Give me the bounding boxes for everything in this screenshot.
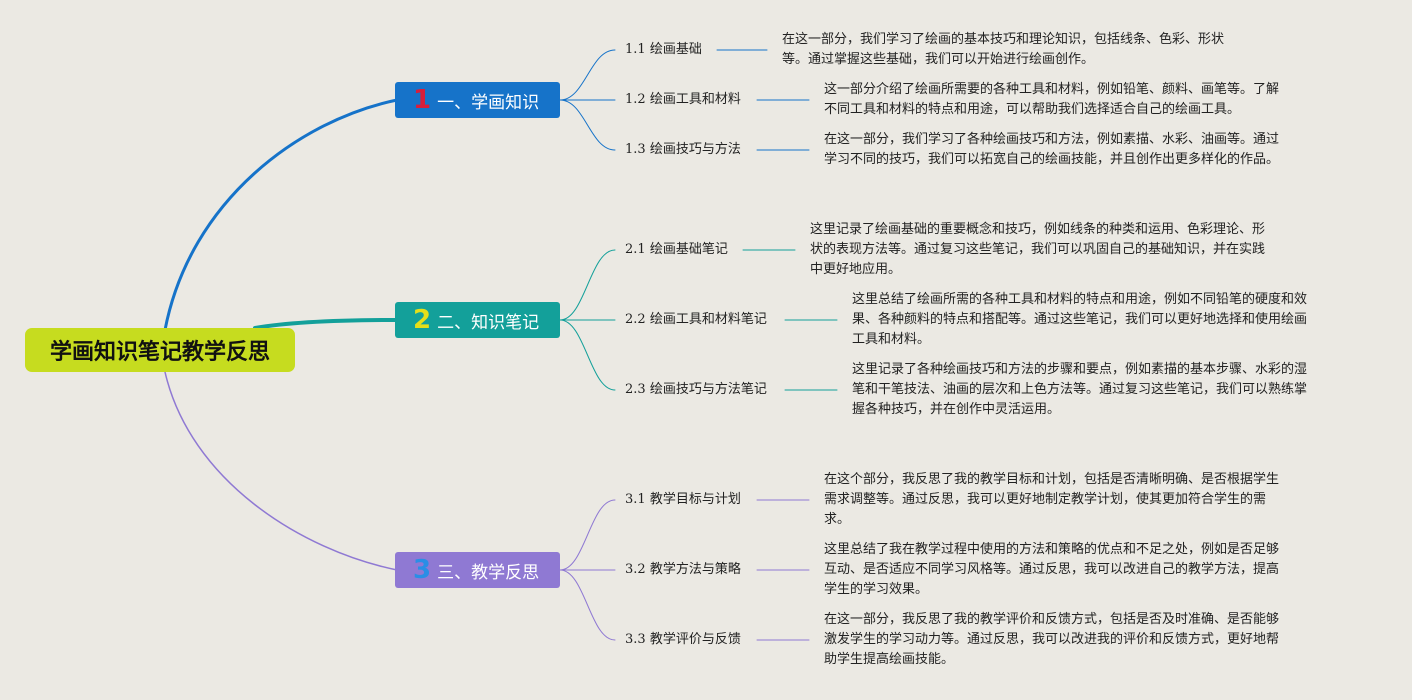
subtopic-title: 绘画工具和材料 xyxy=(649,92,741,107)
description-3.2: 这里总结了我在教学过程中使用的方法和策略的优点和不足之处，例如是否足够互动、是否… xyxy=(824,540,1279,600)
subtopic-number: 2.2 xyxy=(625,312,650,327)
subtopic-2.3[interactable]: 2.3 绘画技巧与方法笔记 xyxy=(625,381,767,399)
subtopic-2.1[interactable]: 2.1 绘画基础笔记 xyxy=(625,241,728,259)
description-1.3: 在这一部分，我们学习了各种绘画技巧和方法，例如素描、水彩、油画等。通过学习不同的… xyxy=(824,130,1279,170)
branch-label: 一、学画知识 xyxy=(437,92,540,113)
connector-branch-sub xyxy=(559,49,616,101)
subtopic-title: 绘画技巧与方法笔记 xyxy=(649,382,767,397)
subtopic-2.2[interactable]: 2.2 绘画工具和材料笔记 xyxy=(625,311,767,329)
subtopic-title: 教学评价与反馈 xyxy=(649,632,741,647)
root-node[interactable]: 学画知识笔记教学反思 xyxy=(25,328,295,372)
connector-branch-sub xyxy=(559,99,616,151)
description-line: 助学生提高绘画技能。 xyxy=(824,652,955,667)
description-line: 状的表现方法等。通过复习这些笔记，我们可以巩固自己的基础知识，并在实践 xyxy=(810,242,1266,257)
description-line: 互动、是否适应不同学习风格等。通过反思，我可以改进自己的教学方法，提高 xyxy=(824,562,1280,577)
description-line: 笔和干笔技法、油画的层次和上色方法等。通过复习这些笔记，我们可以熟练掌 xyxy=(852,382,1308,397)
branch-number: 3 xyxy=(413,555,432,585)
description-line: 求。 xyxy=(824,512,851,527)
subtopic-3.3[interactable]: 3.3 教学评价与反馈 xyxy=(625,631,741,649)
description-2.1: 这里记录了绘画基础的重要概念和技巧，例如线条的种类和运用、色彩理论、形状的表现方… xyxy=(810,220,1265,280)
description-1.1: 在这一部分，我们学习了绘画的基本技巧和理论知识，包括线条、色彩、形状等。通过掌握… xyxy=(782,30,1224,70)
subtopic-number: 3.3 xyxy=(625,632,650,647)
subtopic-title: 绘画基础笔记 xyxy=(649,242,728,257)
description-1.2: 这一部分介绍了绘画所需要的各种工具和材料，例如铅笔、颜料、画笔等。了解不同工具和… xyxy=(824,80,1279,120)
description-line: 在这一部分，我们学习了各种绘画技巧和方法，例如素描、水彩、油画等。通过 xyxy=(824,132,1280,147)
subtopic-3.2[interactable]: 3.2 教学方法与策略 xyxy=(625,561,741,579)
description-line: 这里记录了绘画基础的重要概念和技巧，例如线条的种类和运用、色彩理论、形 xyxy=(810,222,1266,237)
description-line: 握各种技巧，并在创作中灵活运用。 xyxy=(852,402,1061,417)
description-3.1: 在这个部分，我反思了我的教学目标和计划，包括是否清晰明确、是否根据学生需求调整等… xyxy=(824,470,1279,530)
subtopic-number: 1.1 xyxy=(625,42,650,57)
description-line: 这一部分介绍了绘画所需要的各种工具和材料，例如铅笔、颜料、画笔等。了解 xyxy=(824,82,1280,97)
branch-number: 2 xyxy=(413,305,432,335)
description-line: 学生的学习效果。 xyxy=(824,582,929,597)
subtopic-title: 绘画工具和材料笔记 xyxy=(649,312,767,327)
description-line: 学习不同的技巧，我们可以拓宽自己的绘画技能，并且创作出更多样化的作品。 xyxy=(824,152,1280,167)
connector-root-branch-2 xyxy=(253,318,399,330)
connector-branch-sub xyxy=(559,569,616,641)
description-3.3: 在这一部分，我反思了我的教学评价和反馈方式，包括是否及时准确、是否能够激发学生的… xyxy=(824,610,1279,670)
description-2.2: 这里总结了绘画所需的各种工具和材料的特点和用途，例如不同铅笔的硬度和效果、各种颜… xyxy=(852,290,1307,350)
subtopic-title: 教学方法与策略 xyxy=(649,562,741,577)
description-line: 在这一部分，我反思了我的教学评价和反馈方式，包括是否及时准确、是否能够 xyxy=(824,612,1280,627)
branch-label: 三、教学反思 xyxy=(437,562,540,583)
subtopic-number: 3.2 xyxy=(625,562,650,577)
description-line: 工具和材料。 xyxy=(852,332,931,347)
description-line: 果、各种颜料的特点和搭配等。通过这些笔记，我们可以更好地选择和使用绘画 xyxy=(852,312,1308,327)
description-line: 等。通过掌握这些基础，我们可以开始进行绘画创作。 xyxy=(782,52,1095,67)
description-line: 这里总结了绘画所需的各种工具和材料的特点和用途，例如不同铅笔的硬度和效 xyxy=(852,292,1308,307)
connector-root-branch-1 xyxy=(163,98,399,332)
description-line: 中更好地应用。 xyxy=(810,262,902,277)
subtopic-3.1[interactable]: 3.1 教学目标与计划 xyxy=(625,491,741,509)
subtopic-number: 1.3 xyxy=(625,142,650,157)
subtopic-number: 1.2 xyxy=(625,92,650,107)
root-title: 学画知识笔记教学反思 xyxy=(49,340,270,365)
subtopic-1.3[interactable]: 1.3 绘画技巧与方法 xyxy=(625,141,741,159)
description-line: 不同工具和材料的特点和用途，可以帮助我们选择适合自己的绘画工具。 xyxy=(824,102,1241,117)
description-line: 在这个部分，我反思了我的教学目标和计划，包括是否清晰明确、是否根据学生 xyxy=(824,472,1280,487)
subtopic-number: 3.1 xyxy=(625,492,650,507)
connector-branch-sub xyxy=(559,499,616,571)
subtopic-1.1[interactable]: 1.1 绘画基础 xyxy=(625,41,702,59)
description-line: 激发学生的学习动力等。通过反思，我可以改进我的评价和反馈方式，更好地帮 xyxy=(824,632,1280,647)
connector-branch-sub xyxy=(559,249,616,321)
connector-branch-sub xyxy=(559,319,616,391)
description-line: 这里总结了我在教学过程中使用的方法和策略的优点和不足之处，例如是否足够 xyxy=(824,542,1280,557)
subtopic-title: 绘画技巧与方法 xyxy=(649,142,741,157)
subtopic-number: 2.3 xyxy=(625,382,650,397)
subtopic-number: 2.1 xyxy=(625,242,650,257)
subtopic-title: 绘画基础 xyxy=(649,42,702,57)
subtopic-title: 教学目标与计划 xyxy=(649,492,741,507)
description-2.3: 这里记录了各种绘画技巧和方法的步骤和要点，例如素描的基本步骤、水彩的湿笔和干笔技… xyxy=(852,360,1307,420)
description-line: 在这一部分，我们学习了绘画的基本技巧和理论知识，包括线条、色彩、形状 xyxy=(782,32,1225,47)
subtopic-1.2[interactable]: 1.2 绘画工具和材料 xyxy=(625,91,741,109)
branch-number: 1 xyxy=(413,85,432,115)
description-line: 这里记录了各种绘画技巧和方法的步骤和要点，例如素描的基本步骤、水彩的湿 xyxy=(852,362,1308,377)
branch-label: 二、知识笔记 xyxy=(437,312,540,333)
description-line: 需求调整等。通过反思，我可以更好地制定教学计划，使其更加符合学生的需 xyxy=(824,492,1267,507)
connector-root-branch-3 xyxy=(164,371,398,571)
